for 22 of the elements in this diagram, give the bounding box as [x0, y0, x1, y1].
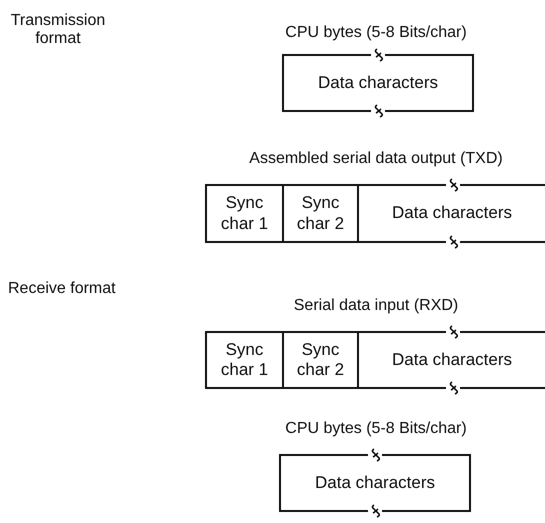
- field-label: Sync char 2: [296, 340, 346, 380]
- frame-field-box: [205, 331, 284, 389]
- frame-field-box: [279, 454, 471, 512]
- frame-heading: CPU bytes (5-8 Bits/char): [285, 24, 467, 42]
- frame-field-box: [357, 331, 545, 389]
- field-label: Data characters: [392, 350, 512, 370]
- field-label: Sync char 1: [220, 340, 270, 380]
- field-label: Data characters: [315, 472, 435, 494]
- frame-field-box: [357, 184, 545, 243]
- field-label: Data characters: [318, 72, 438, 94]
- field-label: Sync char 1: [220, 193, 270, 234]
- frame-field-box: [205, 184, 284, 243]
- section-label: Receive format: [8, 280, 116, 298]
- frame-heading: CPU bytes (5-8 Bits/char): [285, 420, 467, 438]
- frame-heading: Assembled serial data output (TXD): [249, 150, 503, 168]
- frame-heading: Serial data input (RXD): [294, 297, 458, 315]
- section-label: Transmission format: [10, 12, 106, 48]
- field-label: Sync char 2: [296, 193, 346, 234]
- frame-field-box: [282, 331, 359, 389]
- frame-field-box: [282, 54, 474, 112]
- frame-field-box: [282, 184, 359, 243]
- field-label: Data characters: [392, 203, 512, 224]
